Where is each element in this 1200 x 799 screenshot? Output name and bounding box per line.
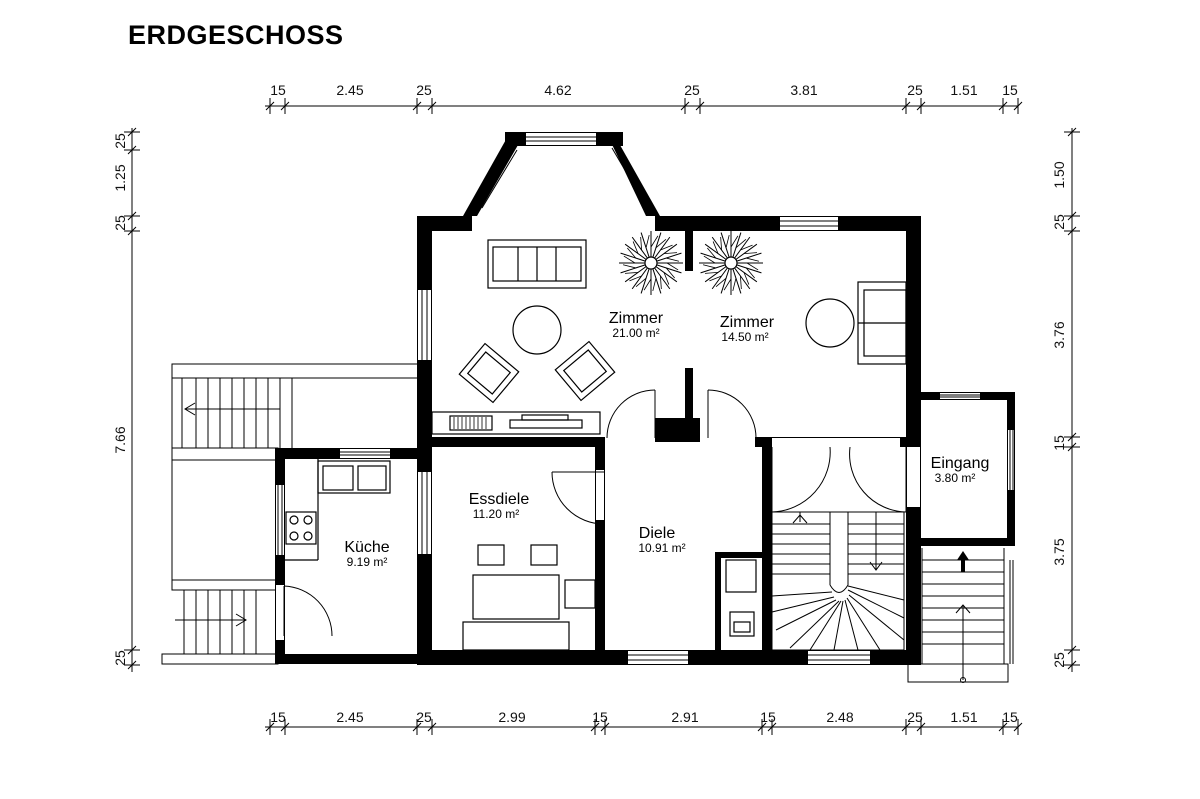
dim-bottom-9: 1.51: [950, 709, 977, 725]
left-terrace: [161, 363, 419, 665]
room-area-diele: 10.91 m²: [638, 541, 685, 555]
room-name-kueche: Küche: [344, 539, 389, 556]
dim-bottom-7: 2.48: [826, 709, 853, 725]
top-dimension-labels: 15 2.45 25 4.62 25 3.81 25 1.51 15: [270, 82, 1018, 98]
dim-left-1: 1.25: [112, 164, 128, 191]
dimension-lines: [124, 98, 1080, 735]
room-labels: Zimmer 21.00 m² Zimmer 14.50 m² Eingang …: [344, 310, 989, 569]
dim-right-4: 3.75: [1051, 538, 1067, 565]
dim-bottom-3: 2.99: [498, 709, 525, 725]
walls: [275, 132, 1015, 665]
doors: [283, 389, 907, 637]
dim-bottom-6: 15: [760, 709, 776, 725]
dim-right-1: 25: [1051, 214, 1067, 230]
room-area-essdiele: 11.20 m²: [473, 507, 519, 521]
left-dimension-labels: 25 1.25 25 7.66 25: [112, 133, 128, 666]
right-entrance-stairs: [907, 548, 1009, 683]
dim-right-2: 3.76: [1051, 321, 1067, 348]
dim-left-4: 25: [112, 650, 128, 666]
room-name-essdiele: Essdiele: [469, 491, 530, 508]
room-area-zimmer-2: 14.50 m²: [721, 330, 768, 344]
dim-top-1: 2.45: [336, 82, 363, 98]
dim-left-2: 25: [112, 215, 128, 231]
dim-top-2: 25: [416, 82, 432, 98]
dim-bottom-10: 15: [1002, 709, 1018, 725]
dim-top-6: 25: [907, 82, 923, 98]
room-name-diele: Diele: [639, 525, 676, 542]
dim-top-8: 15: [1002, 82, 1018, 98]
dim-right-5: 25: [1051, 652, 1067, 668]
room-name-zimmer-2: Zimmer: [720, 314, 775, 331]
dim-top-5: 3.81: [790, 82, 817, 98]
dim-left-0: 25: [112, 133, 128, 149]
dim-left-3: 7.66: [112, 426, 128, 453]
room-area-eingang: 3.80 m²: [935, 471, 976, 485]
windows: [277, 136, 1014, 664]
dim-bottom-4: 15: [592, 709, 608, 725]
dim-right-0: 1.50: [1051, 161, 1067, 188]
room-area-kueche: 9.19 m²: [347, 555, 388, 569]
room-name-zimmer-1: Zimmer: [609, 310, 664, 327]
dim-top-4: 25: [684, 82, 700, 98]
room-area-zimmer-1: 21.00 m²: [612, 326, 659, 340]
dim-bottom-0: 15: [270, 709, 286, 725]
stairwell: [771, 511, 905, 651]
dim-right-3: 15: [1051, 435, 1067, 451]
dim-bottom-5: 2.91: [671, 709, 698, 725]
dim-bottom-2: 25: [416, 709, 432, 725]
plan-title: ERDGESCHOSS: [128, 20, 344, 50]
bottom-dimension-labels: 15 2.45 25 2.99 15 2.91 15 2.48 25 1.51 …: [270, 709, 1018, 725]
dim-top-3: 4.62: [544, 82, 571, 98]
dim-bottom-8: 25: [907, 709, 923, 725]
dim-top-0: 15: [270, 82, 286, 98]
furniture: [285, 231, 907, 651]
room-name-eingang: Eingang: [931, 455, 990, 472]
dim-bottom-1: 2.45: [336, 709, 363, 725]
right-dimension-labels: 1.50 25 3.76 15 3.75 25: [1051, 161, 1067, 668]
dim-top-7: 1.51: [950, 82, 977, 98]
